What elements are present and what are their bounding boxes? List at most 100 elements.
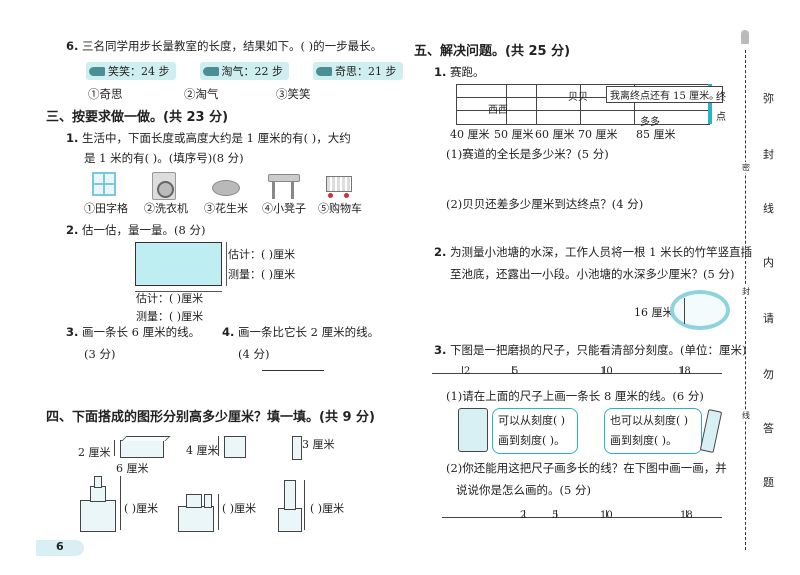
ruler2-tick-18: 18 [680, 510, 693, 521]
item-1-label: ①田字格 [84, 202, 128, 215]
stack3-cube [278, 508, 302, 532]
stack3-bracket [300, 480, 305, 530]
seal-small-2: 封 [742, 286, 750, 297]
stool-icon [268, 174, 300, 200]
stack2-base [178, 506, 214, 532]
sidebar-char-6: 勿 [763, 368, 774, 381]
race-track [456, 84, 712, 125]
stack1-cube [90, 486, 106, 502]
q6-chip-taoqi: 淘气：22 步 [199, 62, 289, 80]
q6-option-3: ③笑笑 [276, 87, 311, 101]
ruler-tick-18: 18 [678, 366, 691, 377]
s3-q2-stem: 2. 估一估，量一量。(8 分) [66, 223, 206, 237]
s5-q3-stem: 3. 下图是一把磨损的尺子，只能看清部分刻度。(单位：厘米) [434, 343, 747, 357]
fig3-prism [292, 436, 302, 460]
stack3-answer: ( )厘米 [310, 502, 345, 515]
peanut-icon [212, 180, 240, 196]
page-number-tab [36, 540, 84, 556]
seal-line [745, 50, 746, 550]
fig2-cube [224, 436, 246, 458]
tick-85: 85 厘米 [636, 128, 676, 141]
estimate-side: 估计：( )厘米 [228, 248, 296, 261]
bubble-1 [492, 408, 578, 454]
side-bracket [222, 242, 227, 286]
pencil-character-icon [699, 409, 723, 453]
q6-text: 三名同学用步长量教室的长度，结果如下。( )的一步最长。 [82, 39, 383, 53]
tick-70: 70 厘米 [578, 128, 618, 141]
sidebar-char-4: 内 [763, 256, 774, 269]
item-3-label: ③花生米 [204, 202, 248, 215]
bubble-2-line2: 画到刻度( )。 [610, 434, 678, 447]
item-2-label: ②洗衣机 [144, 202, 188, 215]
sidebar-char-7: 答 [763, 422, 774, 435]
estimate-bottom: 估计：( )厘米 [136, 292, 204, 305]
rocket-icon [741, 30, 749, 44]
ruler-tick-2: 2 [464, 366, 471, 377]
bottom-bracket [135, 287, 222, 292]
speech-bubble: 我离终点还有 15 厘米。 [606, 86, 724, 103]
q6-number: 6. [66, 39, 79, 53]
q6-option-1: ①奇思 [88, 87, 123, 101]
shoe-icon [316, 66, 332, 76]
stack1-base [80, 500, 116, 532]
fig1-top [121, 436, 171, 441]
shoe-icon [202, 66, 219, 76]
pond-illustration [670, 290, 730, 330]
ruler2-tick-2: 2 [520, 510, 527, 521]
q6-chips: 笑笑：24 步 淘气：22 步 奇思：21 步 [86, 62, 403, 80]
s3-q1-line1: 1. 生活中，下面长度或高度大约是 1 厘米的有( )，大约 [66, 131, 351, 145]
sidebar-char-3: 线 [763, 202, 774, 215]
s5-q3-sub1: (1)请在上面的尺子上画一条长 8 厘米的线。(6 分) [446, 389, 704, 403]
q6-chip-qisi: 奇思：21 步 [313, 62, 403, 80]
finish-line-label: 终点 [716, 92, 726, 123]
s5-q2-line1: 2. 为测量小池塘的水深，工作人员将一根 1 米长的竹竿竖直插 [434, 245, 753, 259]
s5-q2-line2: 至池底，还露出一小段。小池塘的水深多少厘米？(5 分) [450, 267, 735, 281]
grid-square-icon [92, 172, 116, 196]
s3-q1-line2: 是 1 米的有( )。(填序号)(8 分) [84, 151, 244, 165]
s3-q4: 4. 画一条比它长 2 厘米的线。 [222, 325, 380, 339]
stack1-prism [94, 476, 102, 488]
sidebar-char-2: 封 [763, 148, 774, 161]
tick-60: 60 厘米 [535, 128, 575, 141]
worn-ruler-2 [442, 504, 722, 518]
fig1-height-bracket [114, 440, 119, 456]
s5-q3-sub2a: (2)你还能用这把尺子画多长的线？在下图中画一画，并 [446, 461, 727, 475]
stack3-prism [284, 480, 296, 510]
fig1-block [120, 440, 164, 458]
stack1-bracket [116, 476, 121, 530]
s3-q3: 3. 画一条长 6 厘米的线。 [66, 325, 201, 339]
sidebar-char-1: 弥 [763, 92, 774, 105]
fig3-height-label: 3 厘米 [302, 438, 335, 451]
bubble-1-line2: 画到刻度( )。 [498, 434, 566, 447]
reference-line [262, 370, 324, 371]
worn-ruler [432, 360, 722, 374]
stack2-bracket [214, 494, 219, 530]
seal-small-3: 线 [742, 410, 750, 421]
runner-duoduo: 多多 [640, 117, 660, 128]
ruler-tick-5: 5 [512, 366, 519, 377]
shopping-cart-icon [322, 174, 354, 200]
s3-q4-score: (4 分) [238, 347, 270, 361]
seal-small-1: 密 [742, 162, 750, 173]
fig1-width-label: 6 厘米 [116, 462, 149, 475]
ruler2-tick-5: 5 [552, 510, 559, 521]
s3-q3-score: (3 分) [84, 347, 116, 361]
page-number: 6 [56, 540, 64, 553]
washing-machine-icon [152, 172, 176, 200]
runner-xixi: 西西 [488, 105, 508, 116]
sidebar-char-8: 题 [763, 476, 774, 489]
eraser-character-icon [458, 408, 488, 452]
measure-bottom: 测量：( )厘米 [136, 310, 204, 323]
tick-40: 40 厘米 [450, 128, 490, 141]
fig1-height-label: 2 厘米 [78, 446, 111, 459]
ruler-tick-10: 10 [600, 366, 613, 377]
pond-label: 16 厘米 [634, 306, 674, 319]
s5-q1-sub1: (1)赛道的全长是多少米？(5 分) [446, 147, 609, 161]
s5-q3-sub2b: 说说你是怎么画的。(5 分) [456, 483, 591, 497]
stack1-answer: ( )厘米 [124, 502, 159, 515]
fig2-height-label: 4 厘米 [186, 444, 219, 457]
bubble-2-line1: 也可以从刻度( ) [610, 414, 689, 427]
shoe-icon [89, 66, 105, 76]
sidebar-char-5: 请 [763, 312, 774, 325]
section-3-title: 三、按要求做一做。(共 23 分) [46, 110, 229, 125]
